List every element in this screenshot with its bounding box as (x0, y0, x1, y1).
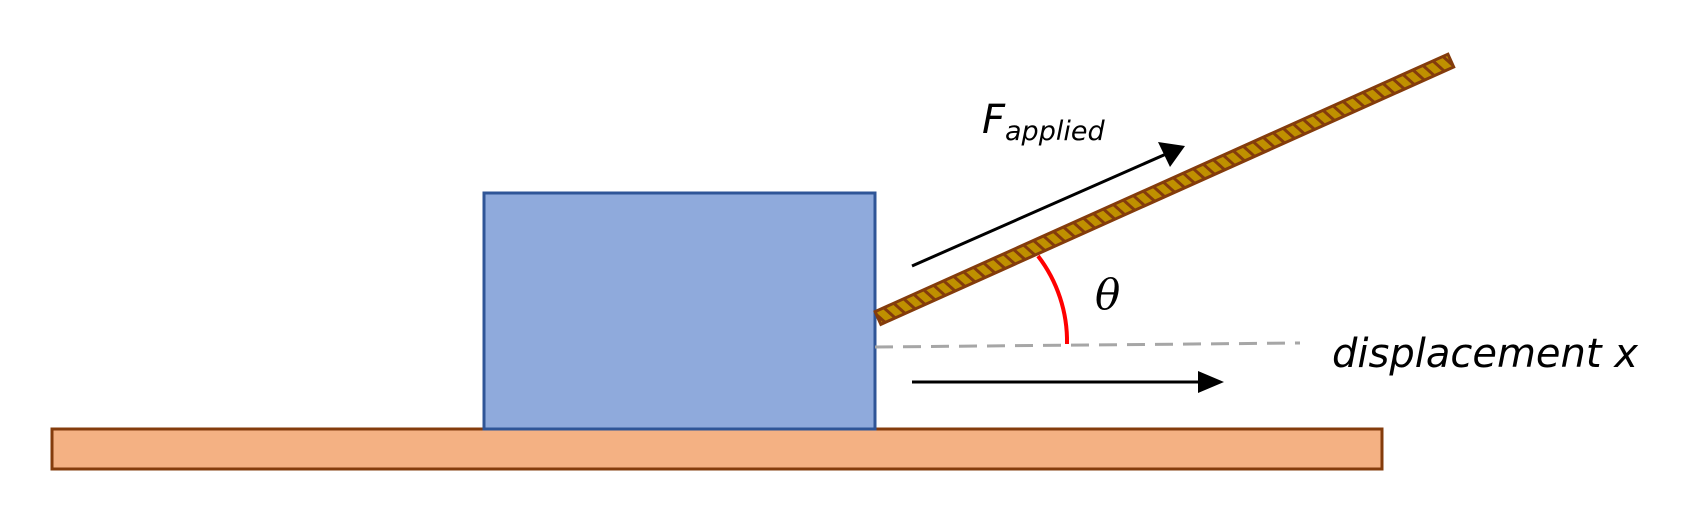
horizontal-reference-dashed-line (874, 341, 1301, 349)
block (482, 191, 877, 431)
applied-force-arrowhead (1158, 142, 1185, 167)
angle-theta-arc (1036, 254, 1070, 345)
displacement-label: displacement x (1332, 331, 1638, 377)
rope (873, 52, 1456, 327)
displacement-arrowhead (1198, 371, 1224, 393)
angle-theta-label: θ (1095, 270, 1120, 319)
ground-surface (50, 427, 1384, 471)
applied-force-label-subscript: applied (1005, 116, 1105, 147)
applied-force-arrow (911, 145, 1183, 268)
applied-force-label: Fapplied (982, 97, 1105, 147)
applied-force-label-main: F (982, 97, 1006, 143)
